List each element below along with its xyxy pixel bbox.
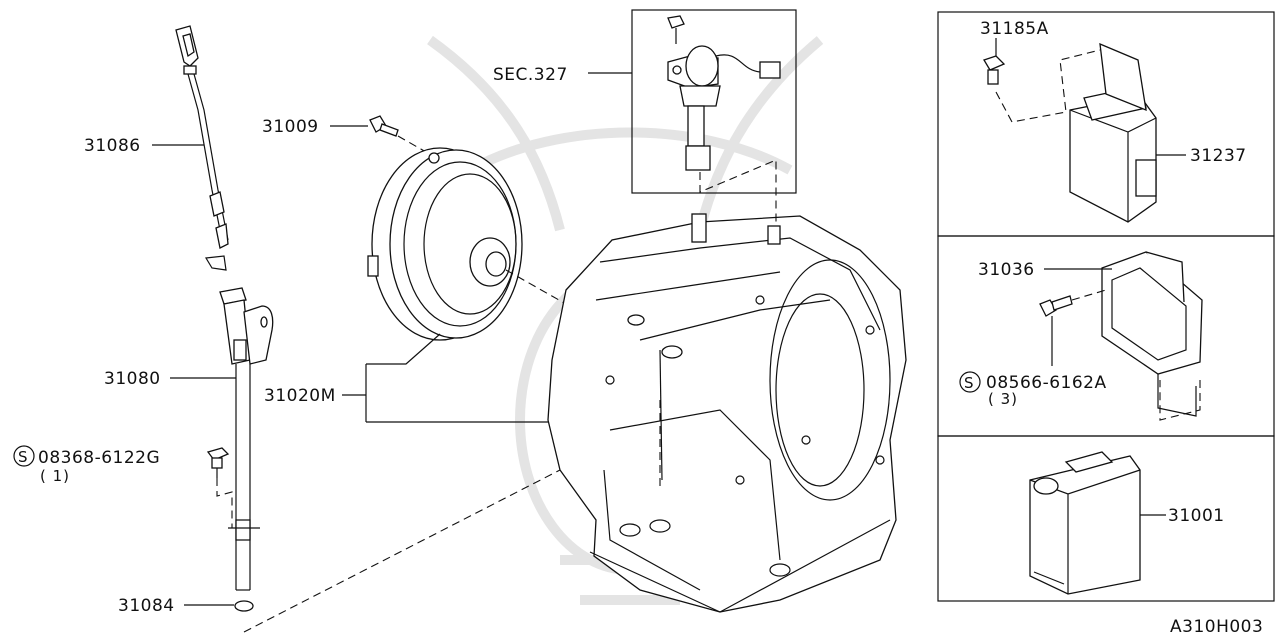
dipstick-tube-31080[interactable] xyxy=(219,287,274,591)
label-08566-qty: ( 3) xyxy=(988,390,1018,408)
transmission-case[interactable] xyxy=(547,213,907,613)
label-31237: 31237 xyxy=(1190,146,1247,166)
figure-code: A310H003 xyxy=(1170,617,1263,637)
screw-symbol-08368: S xyxy=(13,445,35,467)
o-ring-31084[interactable] xyxy=(234,600,254,612)
label-31020m: 31020M xyxy=(264,386,336,406)
label-31001: 31001 xyxy=(1168,506,1225,526)
label-sec327: SEC.327 xyxy=(493,65,568,85)
svg-text:S: S xyxy=(964,374,975,392)
label-31036: 31036 xyxy=(978,260,1035,280)
bracket-31036[interactable] xyxy=(1101,251,1203,417)
label-08368-6122g: 08368-6122G xyxy=(38,448,160,468)
bolt-08566[interactable] xyxy=(1039,295,1073,317)
dipstick-31086[interactable] xyxy=(175,25,229,271)
bolt-31185a[interactable] xyxy=(983,55,1006,85)
leader-31020m xyxy=(342,333,606,423)
speed-sensor[interactable] xyxy=(667,15,781,171)
bolt-08368[interactable] xyxy=(206,447,230,478)
label-31080: 31080 xyxy=(104,369,161,389)
bolt-31009[interactable] xyxy=(369,115,399,137)
fluid-can-31001[interactable] xyxy=(1029,451,1141,595)
sec327-inset-box xyxy=(631,9,797,194)
label-31009: 31009 xyxy=(262,117,319,137)
svg-text:S: S xyxy=(18,448,29,466)
screw-symbol-08566: S xyxy=(959,371,981,393)
label-31185a: 31185A xyxy=(980,19,1049,39)
panel-fluid-can xyxy=(937,435,1275,602)
torque-converter-31020m[interactable] xyxy=(367,147,523,341)
label-31086: 31086 xyxy=(84,136,141,156)
label-08368-qty: ( 1) xyxy=(40,467,70,485)
label-08566-6162a: 08566-6162A xyxy=(986,373,1107,393)
label-31084: 31084 xyxy=(118,596,175,616)
control-unit-31237[interactable] xyxy=(1069,42,1157,223)
